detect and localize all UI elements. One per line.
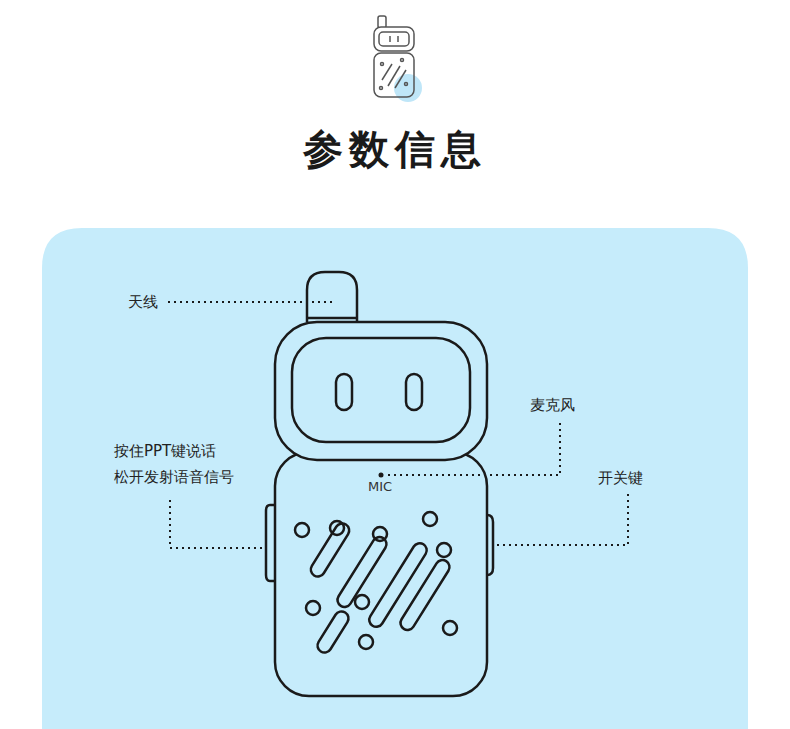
mic-label: MIC xyxy=(368,479,392,495)
part-label: 天线 xyxy=(128,289,158,315)
background-panel xyxy=(42,228,748,729)
mic-dot xyxy=(379,473,384,478)
part-label: 开关键 xyxy=(598,465,643,491)
top-icon xyxy=(374,16,422,102)
leader-lines xyxy=(168,302,628,548)
note-label: 按住PPT键说话 松开发射语音信号 xyxy=(114,438,246,490)
part-label: 麦克风 xyxy=(530,392,575,418)
device-outline xyxy=(266,272,493,696)
page-title: 参数信息 xyxy=(0,122,790,177)
